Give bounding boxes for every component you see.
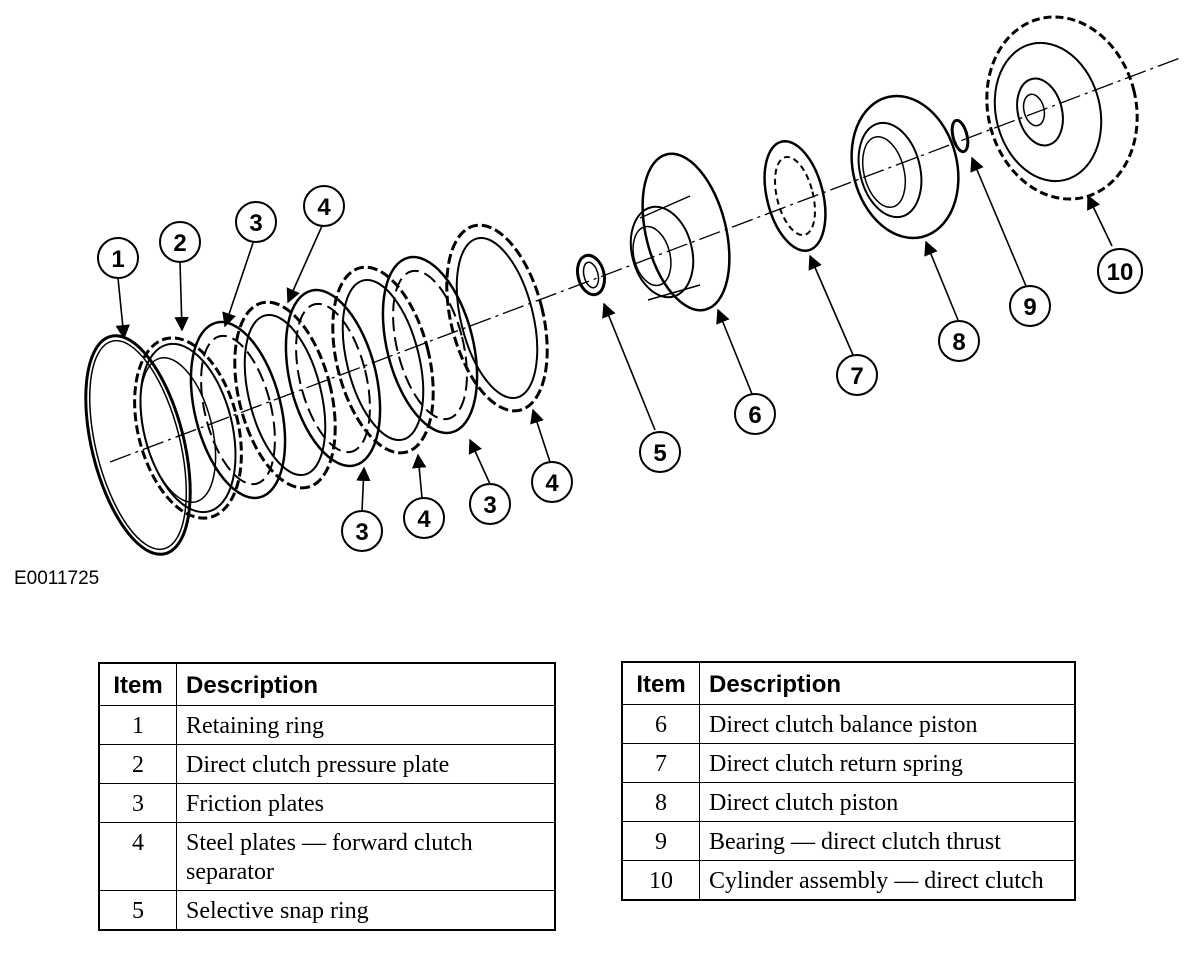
center-axis bbox=[109, 57, 1181, 463]
item-description: Retaining ring bbox=[176, 705, 556, 745]
table-header-row: Item Description bbox=[621, 661, 1076, 705]
table-header-row: Item Description bbox=[98, 662, 556, 706]
svg-text:6: 6 bbox=[748, 402, 761, 429]
cylinder-assembly-part bbox=[985, 15, 1139, 201]
callout-3: 3 bbox=[235, 201, 277, 243]
figure-id: E0011725 bbox=[14, 568, 100, 589]
friction-plate-part bbox=[284, 288, 382, 468]
item-description: Direct clutch piston bbox=[699, 782, 1076, 822]
return-spring-part bbox=[763, 139, 827, 253]
svg-text:9: 9 bbox=[1023, 294, 1036, 321]
table-row: 1 Retaining ring bbox=[98, 705, 556, 745]
callout-4: 4 bbox=[531, 461, 573, 503]
svg-text:7: 7 bbox=[850, 363, 863, 390]
item-description: Steel plates — forward clutch separator bbox=[176, 822, 556, 891]
steel-plate-part bbox=[233, 300, 337, 490]
item-number: 8 bbox=[621, 782, 700, 822]
item-number: 2 bbox=[98, 744, 177, 784]
description-column-header: Description bbox=[699, 661, 1076, 705]
callout-1: 1 bbox=[97, 237, 139, 279]
item-number: 7 bbox=[621, 743, 700, 783]
svg-text:3: 3 bbox=[355, 519, 368, 546]
item-number: 9 bbox=[621, 821, 700, 861]
steel-plate-part bbox=[331, 265, 435, 455]
item-number: 3 bbox=[98, 783, 177, 823]
description-column-header: Description bbox=[176, 662, 556, 706]
item-description: Direct clutch balance piston bbox=[699, 704, 1076, 744]
item-description: Bearing — direct clutch thrust bbox=[699, 821, 1076, 861]
callout-9: 9 bbox=[1009, 285, 1051, 327]
friction-plate-part bbox=[189, 320, 287, 500]
svg-text:4: 4 bbox=[417, 506, 431, 533]
svg-text:8: 8 bbox=[952, 329, 965, 356]
table-row: 3 Friction plates bbox=[98, 783, 556, 823]
friction-plate-part bbox=[381, 255, 479, 435]
svg-text:4: 4 bbox=[545, 470, 559, 497]
callout-4: 4 bbox=[403, 497, 445, 539]
item-description: Selective snap ring bbox=[176, 890, 556, 931]
svg-text:3: 3 bbox=[483, 492, 496, 519]
item-number: 4 bbox=[98, 822, 177, 891]
item-description: Cylinder assembly — direct clutch bbox=[699, 860, 1076, 901]
callout-7: 7 bbox=[836, 354, 878, 396]
table-row: 2 Direct clutch pressure plate bbox=[98, 744, 556, 784]
item-description: Friction plates bbox=[176, 783, 556, 823]
steel-plate-part bbox=[445, 223, 549, 413]
svg-text:3: 3 bbox=[249, 210, 262, 237]
item-description: Direct clutch return spring bbox=[699, 743, 1076, 783]
table-row: 9 Bearing — direct clutch thrust bbox=[621, 821, 1076, 861]
svg-text:5: 5 bbox=[653, 440, 666, 467]
retaining-ring-part bbox=[84, 334, 192, 556]
callout-10: 10 bbox=[1097, 248, 1143, 294]
item-number: 5 bbox=[98, 890, 177, 931]
exploded-view-diagram: 1 2 3 4 3 4 3 4 5 6 7 8 bbox=[84, 15, 1181, 556]
svg-text:4: 4 bbox=[317, 194, 331, 221]
clutch-piston-part bbox=[850, 94, 960, 240]
item-number: 1 bbox=[98, 705, 177, 745]
item-number: 10 bbox=[621, 860, 700, 901]
pressure-plate-part bbox=[133, 336, 243, 520]
item-column-header: Item bbox=[621, 661, 700, 705]
parts-table-right: Item Description 6 Direct clutch balance… bbox=[621, 661, 1076, 901]
leader-lines bbox=[115, 156, 1113, 512]
callout-6: 6 bbox=[734, 393, 776, 435]
table-row: 10 Cylinder assembly — direct clutch bbox=[621, 860, 1076, 901]
balance-piston-part bbox=[629, 152, 731, 312]
callout-5: 5 bbox=[639, 431, 681, 473]
callout-8: 8 bbox=[938, 320, 980, 362]
item-number: 6 bbox=[621, 704, 700, 744]
callout-2: 2 bbox=[159, 221, 201, 263]
callout-3: 3 bbox=[469, 483, 511, 525]
svg-text:1: 1 bbox=[111, 246, 124, 273]
item-column-header: Item bbox=[98, 662, 177, 706]
snap-ring-part bbox=[575, 253, 607, 297]
callout-4: 4 bbox=[303, 185, 345, 227]
table-row: 6 Direct clutch balance piston bbox=[621, 704, 1076, 744]
table-row: 7 Direct clutch return spring bbox=[621, 743, 1076, 783]
table-row: 8 Direct clutch piston bbox=[621, 782, 1076, 822]
callout-3: 3 bbox=[341, 510, 383, 552]
svg-text:2: 2 bbox=[173, 230, 186, 257]
table-row: 5 Selective snap ring bbox=[98, 890, 556, 931]
thrust-bearing-part bbox=[950, 118, 970, 154]
table-row: 4 Steel plates — forward clutch separato… bbox=[98, 822, 556, 891]
svg-text:10: 10 bbox=[1107, 259, 1134, 286]
parts-table-left: Item Description 1 Retaining ring 2 Dire… bbox=[98, 662, 556, 931]
item-description: Direct clutch pressure plate bbox=[176, 744, 556, 784]
